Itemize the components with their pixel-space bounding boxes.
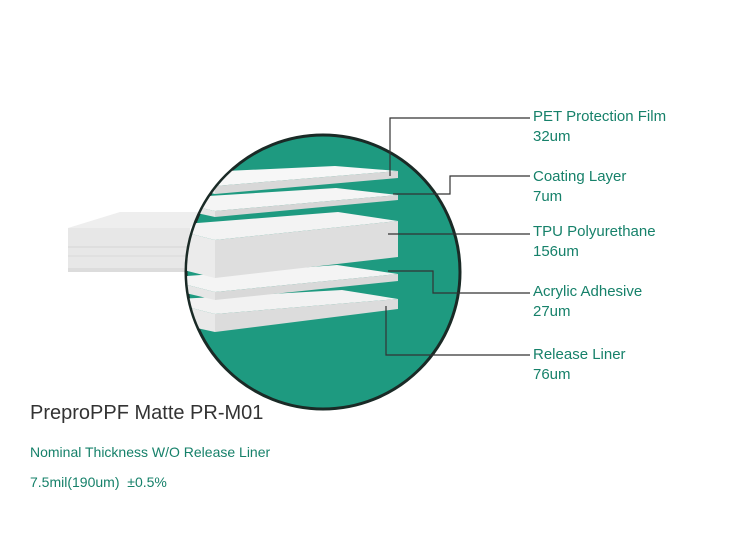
label-coating-thickness: 7um (533, 188, 563, 205)
spec-label: Nominal Thickness W/O Release Liner (30, 444, 271, 460)
small-stack-edge (68, 268, 190, 272)
small-stack-top (68, 212, 205, 228)
release-liner-top (187, 290, 398, 314)
label-coating-name: Coating Layer (533, 168, 627, 185)
product-name: PreproPPF Matte PR-M01 (30, 402, 264, 424)
label-acrylic-thickness: 27um (533, 303, 571, 320)
coating-side (215, 195, 398, 217)
pet-side (215, 171, 398, 194)
acrylic-adhesive-top (187, 265, 398, 292)
label-pet-name: PET Protection Film (533, 108, 667, 125)
label-tpu-name: TPU Polyurethane (533, 223, 656, 240)
small-stack-front (68, 228, 190, 272)
magnifier-rim (184, 133, 462, 411)
tpu-side (215, 221, 398, 278)
tpu-top (187, 212, 398, 240)
leader-line-pet (389, 117, 530, 176)
coating-top (187, 188, 398, 211)
leader-line-acrylic (388, 270, 530, 294)
acrylic-adhesive-side (215, 274, 398, 300)
label-pet-thickness: 32um (533, 128, 571, 145)
label-release-name: Release Liner (533, 346, 626, 363)
leader-line-release (385, 306, 530, 356)
magnified-layers (187, 166, 398, 332)
label-release-thickness: 76um (533, 366, 571, 383)
release-liner-side (215, 299, 398, 332)
label-tpu-thickness: 156um (533, 243, 579, 260)
film-stack-small (68, 212, 205, 272)
label-acrylic-name: Acrylic Adhesive (533, 283, 643, 300)
leader-line-coating (393, 175, 530, 195)
pet-front (187, 174, 215, 194)
spec-value: 7.5mil(190um) ±0.5% (30, 474, 167, 490)
leader-lines (385, 117, 530, 356)
